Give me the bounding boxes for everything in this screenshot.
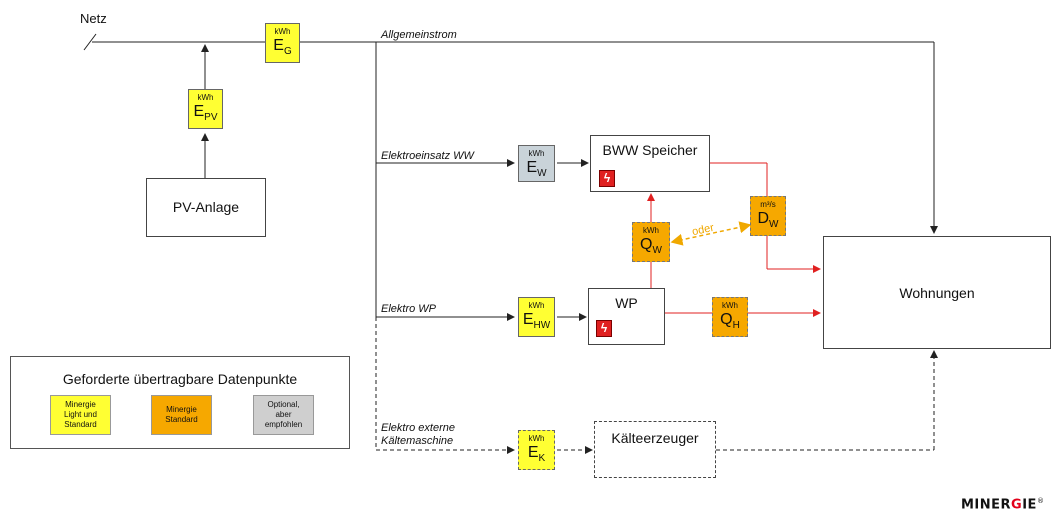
meter-ehw: kWh EHW [518,297,555,337]
legend-item-light-standard: Minergie Light und Standard [50,395,111,435]
meter-qh-symbol: QH [720,311,740,332]
meter-qw-symbol: QW [640,236,662,257]
meter-ek-unit: kWh [528,434,545,443]
wohnungen-label: Wohnungen [899,285,975,301]
legend: Geforderte übertragbare Datenpunkte Mine… [10,356,350,449]
elektroeinsatz-ww-label: Elektroeinsatz WW [381,150,474,162]
allgemeinstrom-label: Allgemeinstrom [381,29,457,41]
elektro-externe-label-2: Kältemaschine [381,435,454,447]
meter-qh-unit: kWh [722,301,738,310]
meter-epv: kWh EPV [188,89,223,129]
meter-eg-unit: kWh [274,27,291,36]
bww-speicher-box: BWW Speicher ϟ [590,135,710,192]
meter-ew: kWh EW [518,145,555,182]
meter-eg: kWh EG [265,23,300,63]
meter-eg-symbol: EG [273,37,292,58]
meter-dw-symbol: DW [757,210,779,231]
meter-dw-unit: m³/s [760,200,776,209]
pv-anlage-label: PV-Anlage [172,199,240,215]
kaelteerzeuger-box: Kälteerzeuger [594,421,716,478]
meter-ehw-unit: kWh [528,301,545,310]
pv-anlage-box: PV-Anlage [146,178,266,237]
kaelteerzeuger-label: Kälteerzeuger [611,430,699,446]
meter-qw: kWh QW [632,222,670,262]
oder-arrow [670,221,752,246]
meter-ek-symbol: EK [527,444,546,465]
bww-speicher-label: BWW Speicher [602,142,698,158]
elektro-wp-label: Elektro WP [381,303,437,315]
meter-qw-unit: kWh [643,226,659,235]
meter-epv-symbol: EPV [193,103,218,124]
meter-dw: m³/s DW [750,196,786,236]
legend-item-optional: Optional, aber empfohlen [253,395,314,435]
wp-label: WP [615,295,638,311]
legend-item-standard: Minergie Standard [151,395,212,435]
meter-qh: kWh QH [712,297,748,337]
wohnungen-box: Wohnungen [823,236,1051,349]
grid-symbol [83,33,97,51]
electric-heater-icon: ϟ [599,170,615,187]
meter-ehw-symbol: EHW [522,311,551,332]
legend-title: Geforderte übertragbare Datenpunkte [62,371,298,387]
wp-box: WP ϟ [588,288,665,345]
meter-epv-unit: kWh [197,93,214,102]
meter-ew-symbol: EW [526,159,547,180]
elektro-externe-label-1: Elektro externe [381,422,455,434]
heat-pump-electric-icon: ϟ [596,320,612,337]
meter-ek: kWh EK [518,430,555,470]
meter-ew-unit: kWh [528,149,545,158]
minergie-logo: MINERGIE® [961,497,1045,513]
netz-label: Netz [80,11,107,26]
